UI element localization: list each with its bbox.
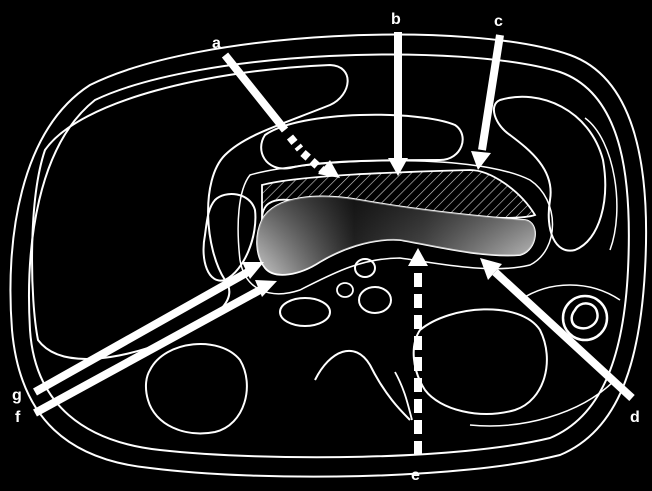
label-d: d (630, 409, 640, 426)
label-b: b (391, 11, 401, 28)
label-e: e (411, 467, 420, 484)
label-c: c (494, 13, 503, 30)
label-g: g (12, 387, 22, 404)
label-f: f (15, 409, 21, 426)
label-a: a (212, 35, 221, 52)
